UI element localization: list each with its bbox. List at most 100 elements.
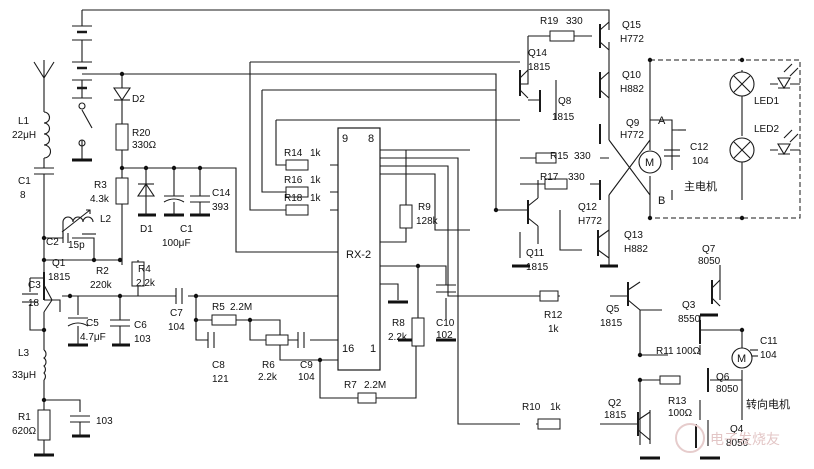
res-R20-label: R20 xyxy=(132,128,151,139)
tr-Q13-label: Q13 xyxy=(624,230,643,241)
cap-C14-label: C14 xyxy=(212,188,231,199)
capacitor-C10: C10 102 xyxy=(436,284,456,341)
antenna-icon xyxy=(33,60,55,80)
cap-C14-value: 393 xyxy=(212,202,229,213)
capacitor-bottom: 103 xyxy=(70,415,113,436)
coil-L2-label: L2 xyxy=(100,214,112,225)
resistor-R2: R2 220k xyxy=(90,266,113,291)
res-R10-label: R10 xyxy=(522,402,541,413)
capacitor-C7: C7 104 xyxy=(168,288,185,333)
transistor-Q6: Q6 8050 xyxy=(707,368,739,395)
res-R13-label: R13 xyxy=(668,396,687,407)
coil-L1-value: 22μH xyxy=(12,130,36,141)
diode-D1-label: D1 xyxy=(140,224,153,235)
ic-pin8-label: 8 xyxy=(368,133,374,145)
cap-C6-value: 103 xyxy=(134,334,151,345)
coil-L3: L3 33μH xyxy=(12,348,47,381)
res-R2-value: 220k xyxy=(90,280,113,291)
transistor-Q8: Q8 1815 xyxy=(539,90,575,123)
switch-symbol xyxy=(78,102,86,147)
led2-label: LED2 xyxy=(754,124,779,135)
cap-C9-label: C9 xyxy=(300,360,313,371)
tr-Q7-value: 8050 xyxy=(698,256,721,267)
node-B-label: B xyxy=(658,195,665,207)
node-A-label: A xyxy=(658,115,666,127)
capacitor-C5: C5 4.7μF xyxy=(67,317,106,345)
res-R6-value: 2.2k xyxy=(258,372,278,383)
tr-Q2-value: 1815 xyxy=(604,410,627,421)
resistor-R14: R14 1k xyxy=(284,148,322,171)
res-R17-label: R17 xyxy=(540,172,559,183)
capacitor-C2: C2 15p xyxy=(46,233,96,251)
cap-C1a-label: C1 xyxy=(18,176,31,187)
res-R5-label: R5 xyxy=(212,302,225,313)
main-motor-label: 主电机 xyxy=(684,179,717,193)
res-R18-value: 1k xyxy=(310,193,322,204)
cap-C11-value: 104 xyxy=(760,350,777,361)
node-labels: A B xyxy=(658,115,666,207)
diode-D2-label: D2 xyxy=(132,94,145,105)
tr-Q1-value: 1815 xyxy=(48,272,71,283)
res-R6-label: R6 xyxy=(262,360,275,371)
ic-pin9-label: 9 xyxy=(342,133,348,145)
capacitor-C3: C3 18 xyxy=(22,280,41,309)
res-R19-value: 330 xyxy=(566,16,583,27)
main-motor-icon: M 主电机 xyxy=(638,150,717,193)
tr-Q11-value: 1815 xyxy=(526,262,549,273)
cap-C11-label: C11 xyxy=(760,336,778,347)
res-R15-label: R15 xyxy=(550,151,569,162)
cap-C7-label: C7 xyxy=(170,308,183,319)
res-R7-value: 2.2M xyxy=(364,380,386,391)
watermark-logo: 电子发烧友 xyxy=(675,423,780,453)
cap-C6-label: C6 xyxy=(134,320,147,331)
transistor-Q15: Q15 H772 xyxy=(599,20,644,51)
tr-Q15-value: H772 xyxy=(620,34,644,45)
res-R5-value: 2.2M xyxy=(230,302,252,313)
ic-rx2: 9 8 RX-2 16 1 xyxy=(337,127,381,371)
res-R10-value: 1k xyxy=(550,402,562,413)
res-R14-value: 1k xyxy=(310,148,322,159)
tr-Q12-label: Q12 xyxy=(578,202,597,213)
tr-Q2-label: Q2 xyxy=(608,398,622,409)
capacitor-C9: C9 104 xyxy=(297,332,315,383)
tr-Q5-label: Q5 xyxy=(606,304,620,315)
cap-C8-value: 121 xyxy=(212,374,229,385)
res-R18-label: R18 xyxy=(284,193,303,204)
transistor-Q14: Q14 1815 xyxy=(519,48,551,99)
cap-C1b-label: C1 xyxy=(180,224,193,235)
transistor-Q10: Q10 H882 xyxy=(599,70,644,99)
steer-motor-symbol: M xyxy=(737,353,746,365)
transistor-Q1: Q1 1815 xyxy=(43,258,71,300)
coil-L1: L1 22μH xyxy=(12,111,52,159)
resistor-R12: R12 1k xyxy=(539,290,563,335)
tr-Q14-value: 1815 xyxy=(528,62,551,73)
tr-Q11-label: Q11 xyxy=(526,248,545,259)
cap-C12-value: 104 xyxy=(692,156,709,167)
transistor-Q7: Q7 8050 xyxy=(698,244,721,307)
ic-pin1-label: 1 xyxy=(370,343,376,355)
res-R12-label: R12 xyxy=(544,310,563,321)
res-R7-label: R7 xyxy=(344,380,357,391)
cap-C5-value: 4.7μF xyxy=(80,332,106,343)
resistor-R19: R19 330 xyxy=(540,16,583,42)
resistor-R10: R10 1k xyxy=(522,402,562,430)
tr-Q8-value: 1815 xyxy=(552,112,575,123)
cap-C12-label: C12 xyxy=(690,142,709,153)
cap-C5-label: C5 xyxy=(86,318,99,329)
res-R15-value: 330 xyxy=(574,151,591,162)
tr-Q1-label: Q1 xyxy=(52,258,66,269)
cap-C9-value: 104 xyxy=(298,372,315,383)
transistor-Q13: Q13 H882 xyxy=(597,229,648,259)
capacitor-C6: C6 103 xyxy=(110,319,151,345)
tr-Q4-label: Q4 xyxy=(730,424,744,435)
tr-Q8-label: Q8 xyxy=(558,96,572,107)
resistor-R7: R7 2.2M xyxy=(344,380,386,404)
tr-Q6-value: 8050 xyxy=(716,384,739,395)
cap-C10-label: C10 xyxy=(436,318,455,329)
cap-C1a-value: 8 xyxy=(20,190,26,201)
cap-C3-label: C3 xyxy=(28,280,41,291)
resistor-R9: R9 128k xyxy=(399,202,439,229)
resistor-R5: R5 2.2M xyxy=(211,302,252,326)
tr-Q9-label: Q9 xyxy=(626,118,640,129)
tr-Q5-value: 1815 xyxy=(600,318,623,329)
